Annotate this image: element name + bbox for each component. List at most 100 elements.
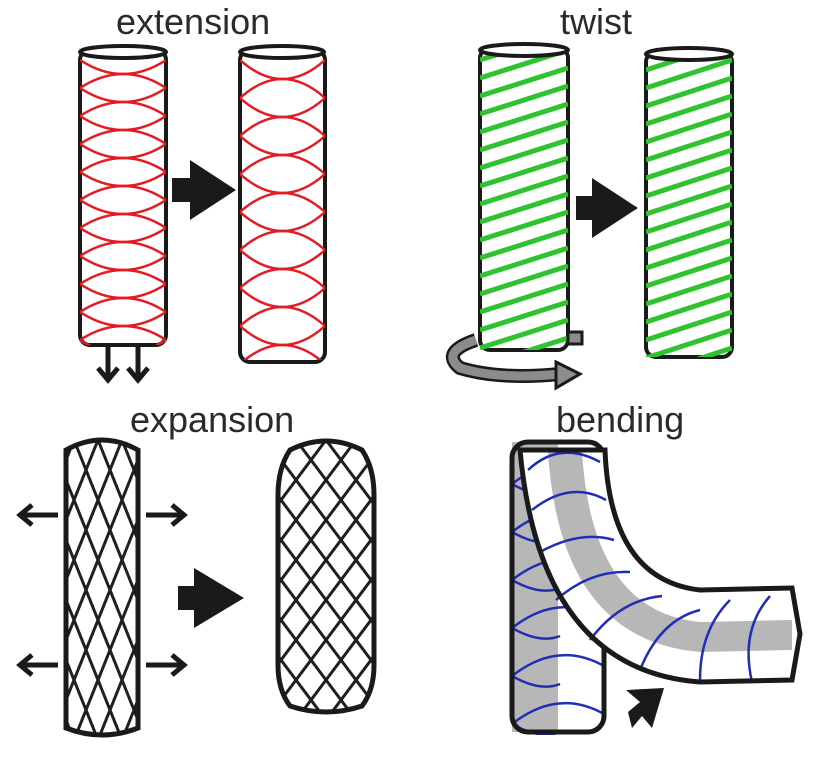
fiber-line <box>362 440 482 740</box>
bending-panel <box>509 439 803 735</box>
fiber-line <box>480 155 568 189</box>
pull-down-arrows <box>96 345 150 384</box>
fiber-line <box>646 219 732 253</box>
twist-fibers-before <box>480 50 568 350</box>
extension-transform-arrow <box>172 160 236 220</box>
fiber-line <box>555 570 631 601</box>
fiber-line <box>96 440 138 735</box>
fiber-line <box>240 191 325 213</box>
fiber-line <box>646 183 732 217</box>
expansion-tube-after <box>0 438 377 720</box>
fiber-line <box>278 441 374 712</box>
fiber-line <box>240 267 325 289</box>
extension-fibers-before <box>80 58 166 368</box>
fiber-line <box>80 72 166 90</box>
extension-panel <box>78 44 327 384</box>
fiber-line <box>80 156 166 174</box>
extension-tube-before <box>78 44 168 368</box>
fiber-line <box>480 119 568 153</box>
fiber-line <box>0 440 26 740</box>
fiber-line <box>294 441 374 712</box>
fiber-line <box>646 111 732 145</box>
fiber-line <box>278 441 374 712</box>
fiber-line <box>527 451 601 471</box>
expansion-outward-arrows <box>16 503 188 677</box>
fiber-line <box>698 599 731 681</box>
fiber-line <box>72 440 138 735</box>
fiber-line <box>480 191 568 225</box>
fiber-line <box>240 115 325 137</box>
fiber-line <box>480 137 568 171</box>
fiber-line <box>480 227 568 261</box>
fiber-line <box>386 440 506 740</box>
fiber-line <box>66 440 100 735</box>
fiber-line <box>646 273 732 307</box>
fiber-line <box>480 299 568 333</box>
fiber-line <box>324 441 374 712</box>
expansion-fibers-after <box>0 440 374 720</box>
twist-title: twist <box>560 1 632 42</box>
fiber-line <box>278 441 374 712</box>
fiber-line <box>66 440 100 735</box>
fiber-line <box>696 345 732 357</box>
bending-fibers-curved <box>527 451 771 683</box>
fiber-line <box>0 440 206 720</box>
fiber-line <box>66 440 76 735</box>
fiber-line <box>242 343 323 360</box>
fiber-line <box>80 296 166 314</box>
twist-tube-before <box>478 42 570 352</box>
fiber-line <box>240 229 325 251</box>
fiber-line <box>638 608 701 671</box>
expansion-fibers-before <box>0 440 506 740</box>
fiber-line <box>66 440 138 735</box>
twist-panel <box>445 42 734 391</box>
extension-fibers-after <box>240 59 325 360</box>
bending-title: bending <box>556 399 685 440</box>
fiber-line <box>278 441 298 712</box>
fiber-line <box>646 201 732 235</box>
fiber-line <box>646 75 732 109</box>
fiber-line <box>512 674 561 688</box>
fiber-line <box>240 77 325 99</box>
fiber-line <box>362 440 482 740</box>
fiber-line <box>646 327 732 357</box>
fiber-line <box>240 305 325 327</box>
fiber-line <box>646 165 732 199</box>
fiber-line <box>646 57 732 91</box>
bending-tube-curved <box>517 447 803 685</box>
extension-title: extension <box>116 1 271 42</box>
expansion-panel <box>0 437 506 740</box>
fiber-line <box>480 173 568 207</box>
fiber-line <box>80 128 166 146</box>
fiber-line <box>278 441 358 712</box>
fiber-line <box>386 440 506 740</box>
fiber-line <box>480 317 568 350</box>
twist-tube-after <box>644 46 734 359</box>
fiber-line <box>80 354 166 368</box>
fiber-line <box>294 441 374 712</box>
fiber-line <box>480 65 568 99</box>
fiber-line <box>512 701 604 725</box>
fiber-line <box>0 440 2 740</box>
expansion-title: expansion <box>130 399 295 440</box>
fiber-line <box>278 441 328 712</box>
fiber-line <box>531 490 607 511</box>
fiber-line <box>646 309 732 343</box>
fiber-line <box>522 335 568 350</box>
fiber-line <box>80 212 166 230</box>
fiber-line <box>0 440 2 740</box>
twist-transform-arrow <box>576 178 638 238</box>
fiber-line <box>80 184 166 202</box>
fiber-line <box>539 535 615 554</box>
fiber-line <box>278 441 374 712</box>
fiber-line <box>66 440 138 735</box>
fiber-line <box>0 440 206 720</box>
fiber-line <box>0 440 26 740</box>
extension-tube-after <box>238 44 327 364</box>
fiber-line <box>278 441 298 712</box>
bending-transform-arrow <box>626 688 664 728</box>
fiber-line <box>0 440 50 740</box>
fiber-line <box>338 440 458 740</box>
fiber-line <box>0 440 50 740</box>
